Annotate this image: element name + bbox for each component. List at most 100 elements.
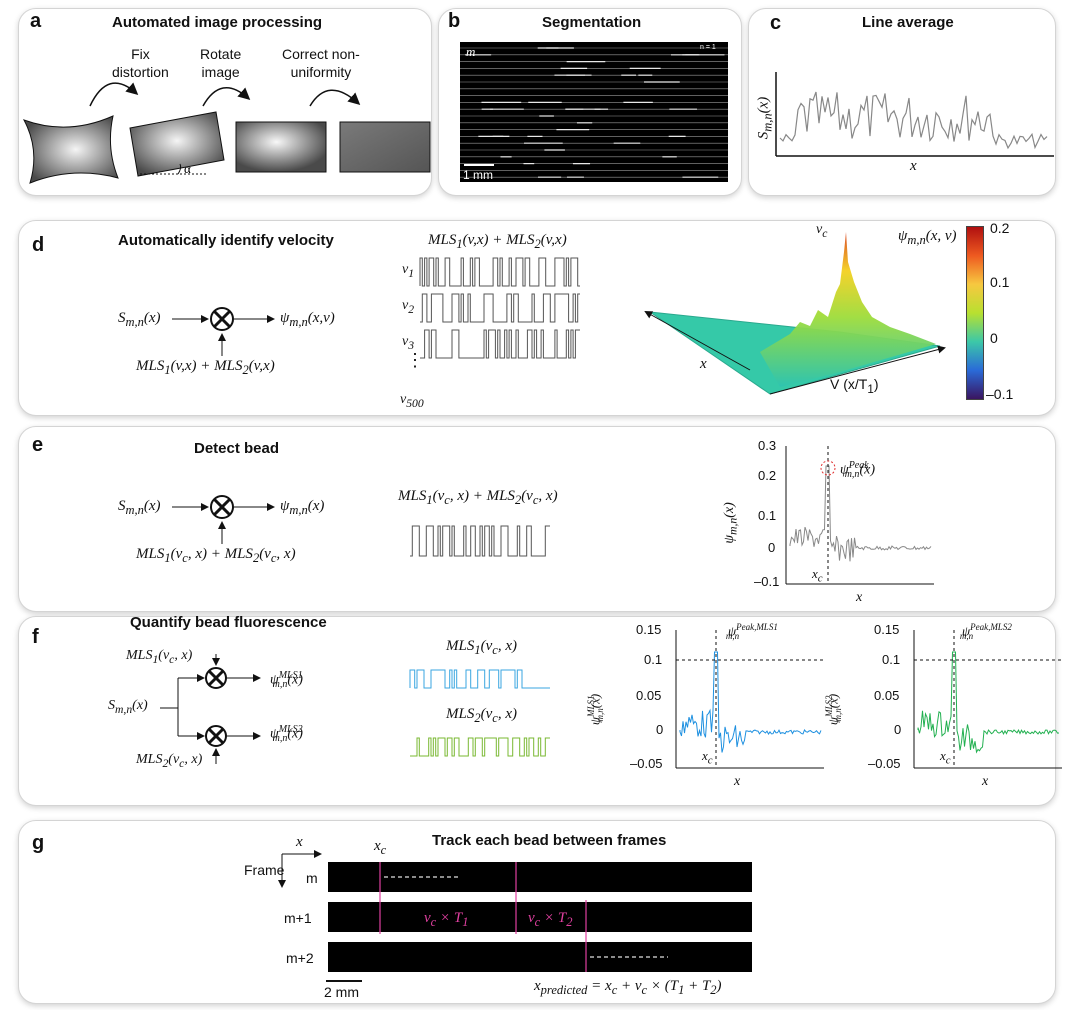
f-src: Sm,n(x) [108, 698, 148, 716]
f-mls2-sequence [410, 737, 550, 757]
mls2-vc [410, 737, 550, 757]
e-eq-bottom: MLS1(vc, x) + MLS2(vc, x) [136, 546, 296, 565]
d-eq-right: ψm,n(x,v) [280, 310, 335, 329]
surface-x-label: x [700, 356, 707, 372]
panel-a-title: Automated image processing [112, 14, 323, 31]
g-seg2: vc × T2 [528, 910, 573, 929]
f-plot-mls1 [675, 630, 824, 769]
f2-xc: xc [940, 748, 951, 767]
surface-ridge [760, 232, 936, 387]
corrected-image [339, 121, 431, 173]
f2-ytick-0: 0 [894, 722, 902, 737]
mls-v3 [420, 329, 580, 359]
f2-ytick-neg0.05: –0.05 [868, 756, 901, 771]
d-eq-left: Sm,n(x) [118, 310, 161, 329]
d-multiplier-diagram [172, 307, 275, 356]
d-eq-bottom: MLS1(v,x) + MLS2(v,x) [136, 358, 275, 377]
e-ytick-0: 0 [768, 540, 776, 555]
e-mls-title: MLS1(vc, x) + MLS2(vc, x) [398, 488, 558, 507]
surface-v-label: V (x/T1) [830, 376, 879, 396]
e-xc-label: xc [812, 566, 823, 585]
frame-m2 [328, 942, 752, 972]
colorbar-tick-neg0.1: –0.1 [986, 386, 1014, 402]
e-trace [789, 465, 932, 562]
e-ytick-0.1: 0.1 [758, 508, 777, 523]
line-average-trace [779, 91, 1048, 150]
step-correct-nonuniformity: Correct non- uniformity [282, 46, 360, 80]
line-avg-xlabel: x [910, 158, 917, 174]
panel-e [18, 426, 1056, 612]
velocity-surface-plot [644, 232, 946, 395]
panel-e-label: e [32, 434, 44, 456]
g-axes-arrows [278, 850, 322, 888]
flat-image [235, 121, 327, 173]
g-row-m1: m+1 [284, 910, 312, 926]
f-mls2-title: MLS2(vc, x) [446, 706, 517, 725]
mls1-vc [409, 669, 550, 689]
f1-ytick-0.15: 0.15 [636, 622, 662, 637]
seg-m-label: m [466, 44, 476, 59]
panel-c-title: Line average [862, 14, 954, 31]
arc-arrow-1 [89, 82, 139, 107]
f1-peak: ψPeak,MLS1m,n [725, 622, 778, 641]
d-v3: v3 [402, 334, 415, 352]
e-peak-circle [820, 460, 836, 476]
arc-arrow-2 [202, 87, 251, 107]
e-ytick-0.3: 0.3 [758, 438, 777, 453]
panel-f [18, 616, 1056, 806]
panel-d-title: Automatically identify velocity [118, 232, 334, 249]
f2-ytick-0.15: 0.15 [874, 622, 900, 637]
f1-ytick-0.05: 0.05 [636, 688, 662, 703]
line-average-plot [775, 72, 1054, 157]
f-mls1-sequence [409, 669, 550, 689]
colorbar-title: ψm,n(x, v) [898, 228, 957, 247]
g-row-m2: m+2 [286, 950, 314, 966]
g-scale-label: 2 mm [324, 984, 359, 1000]
seg-scalebar [464, 164, 494, 166]
f2-peak: ψPeak,MLS2m,n [959, 622, 1012, 641]
g-xc-label: xc [374, 838, 387, 857]
segmentation-lines [460, 47, 728, 178]
f-in1: MLS1(vc, x) [126, 648, 193, 666]
e-ylabel: ψm,n(x) [721, 502, 740, 544]
f1-ytick-neg0.05: –0.05 [630, 756, 663, 771]
d-v500: v500 [400, 392, 424, 410]
step-rotate-image: Rotate image [200, 46, 242, 80]
g-formula: xpredicted = xc + vc × (T1 + T2) [534, 978, 722, 997]
f-out2: ψMLS2m,n(x) [270, 724, 303, 745]
d-mls-title: MLS1(v,x) + MLS2(v,x) [428, 232, 567, 251]
panel-a-label: a [30, 10, 42, 32]
f-in2: MLS2(vc, x) [136, 752, 203, 770]
d-v1: v1 [402, 262, 415, 280]
panel-g-title: Track each bead between frames [432, 832, 667, 849]
f1-ylabel: ψMLS1m,n(x) [586, 693, 606, 726]
e-multiplier-diagram [172, 495, 275, 544]
f1-ytick-0.1: 0.1 [644, 652, 663, 667]
e-ytick-neg0.1: –0.1 [754, 574, 780, 589]
f-out1: ψMLS1m,n(x) [270, 670, 303, 691]
mls-v1 [419, 257, 580, 287]
e-mls-sequence [410, 525, 550, 557]
panel-f-title: Quantify bead fluorescence [130, 614, 327, 631]
g-scalebar [326, 980, 362, 982]
frame-m1 [328, 902, 752, 932]
mls-vc [410, 525, 550, 557]
panel-c [748, 8, 1056, 196]
panel-c-label: c [770, 12, 782, 34]
f-mls1-title: MLS1(vc, x) [446, 638, 517, 657]
colorbar-tick-0.1: 0.1 [990, 274, 1010, 290]
panel-b-title: Segmentation [542, 14, 642, 31]
e-eq-right: ψm,n(x) [280, 498, 325, 517]
f1-xc: xc [702, 748, 713, 767]
f2-xlabel: x [982, 774, 989, 789]
panel-a-graphics: α [22, 82, 431, 184]
panel-g-label: g [32, 832, 45, 854]
panel-f-label: f [32, 626, 39, 648]
panel-b-label: b [448, 10, 461, 32]
distorted-image [22, 115, 119, 184]
g-seg1: vc × T1 [424, 910, 469, 929]
f2-ylabel: ψMLS2m,n(x) [824, 693, 844, 726]
g-axis-x: x [296, 834, 303, 850]
colorbar [966, 226, 984, 400]
e-xlabel: x [856, 590, 863, 605]
